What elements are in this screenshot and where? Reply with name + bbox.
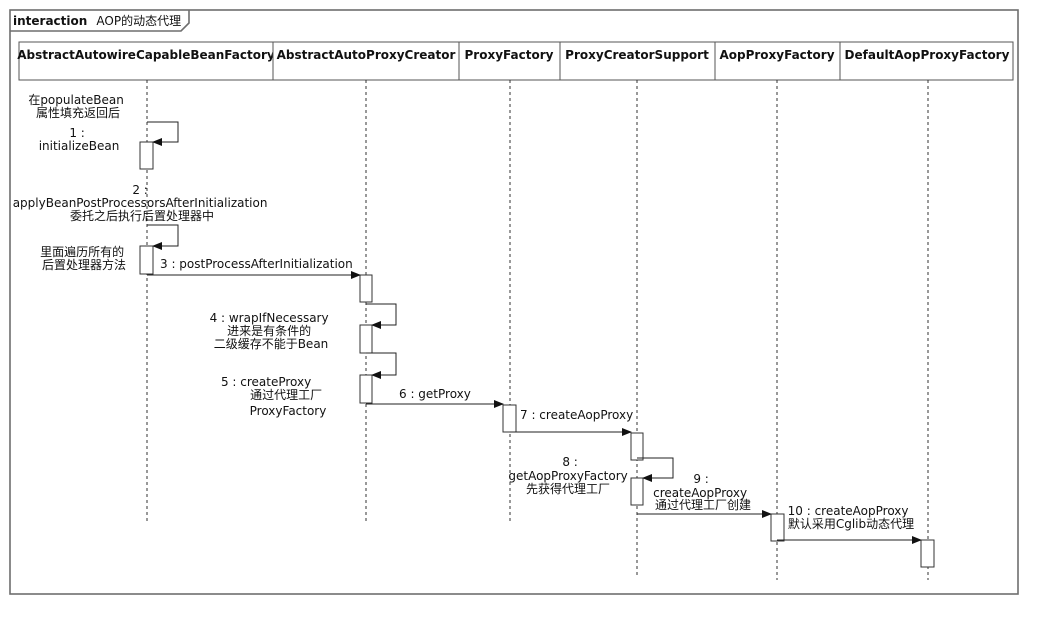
- message-label-10: 10 : createAopProxy 默认采用Cglib动态代理: [788, 504, 915, 531]
- activation-bar: [359, 274, 373, 303]
- activation-bar: [139, 245, 154, 275]
- activation-bar: [359, 324, 373, 354]
- participant-label: ProxyFactory: [465, 48, 554, 62]
- message-label-7: 7 : createAopProxy: [520, 408, 633, 422]
- message-label-8: 8 : getAopProxyFactory 先获得代理工厂: [508, 455, 631, 496]
- activation-bar: [139, 141, 154, 170]
- participant-proxy-factory: [458, 41, 561, 81]
- activation-bar: [359, 374, 373, 404]
- note-populate-bean: 在populateBean 属性填充返回后: [28, 93, 127, 120]
- participant-proxy-creator-support: [559, 41, 716, 81]
- message-label-4: 4 : wrapIfNecessary 进来是有条件的 二级缓存不能于Bean: [210, 311, 333, 351]
- participant-default-aop-proxy-factory: [839, 41, 1014, 81]
- message-label-3: 3 : postProcessAfterInitialization: [160, 257, 353, 271]
- activation-bar: [770, 513, 785, 542]
- message-arrow-2: [147, 224, 179, 250]
- participant-label: ProxyCreatorSupport: [565, 48, 709, 62]
- activation-bar: [502, 404, 517, 433]
- participant-label: AbstractAutoProxyCreator: [277, 48, 456, 62]
- message-label-2: 2 : applyBeanPostProcessorsAfterInitiali…: [13, 183, 272, 223]
- message-label-9: 9 : createAopProxy 通过代理工厂创建: [653, 472, 751, 512]
- activation-bar: [920, 539, 935, 568]
- activation-bar: [630, 432, 644, 461]
- message-label-6: 6 : getProxy: [399, 387, 471, 401]
- frame-name: AOP的动态代理: [96, 13, 181, 28]
- message-arrow-4: [366, 303, 397, 329]
- interaction-frame: [9, 9, 1019, 595]
- frame-title: interaction AOP的动态代理: [13, 10, 181, 29]
- frame-tab: [10, 10, 190, 32]
- participant-label: DefaultAopProxyFactory: [845, 48, 1010, 62]
- participant-label: AbstractAutowireCapableBeanFactory: [17, 48, 275, 62]
- message-arrow-8: [637, 457, 674, 482]
- participant-abstract-autowire-capable-bean-factory: [18, 41, 274, 81]
- activation-bar: [630, 477, 644, 506]
- frame-keyword: interaction: [13, 14, 87, 28]
- message-label-1: 1 : initializeBean: [39, 126, 120, 153]
- participant-label: AopProxyFactory: [719, 48, 834, 62]
- message-label-5: 5 : createProxy 通过代理工厂 ProxyFactory: [221, 375, 326, 418]
- note-iterate-post-processors: 里面遍历所有的 后置处理器方法: [40, 244, 128, 272]
- message-arrow-5: [366, 352, 397, 379]
- message-arrow-1: [147, 121, 179, 146]
